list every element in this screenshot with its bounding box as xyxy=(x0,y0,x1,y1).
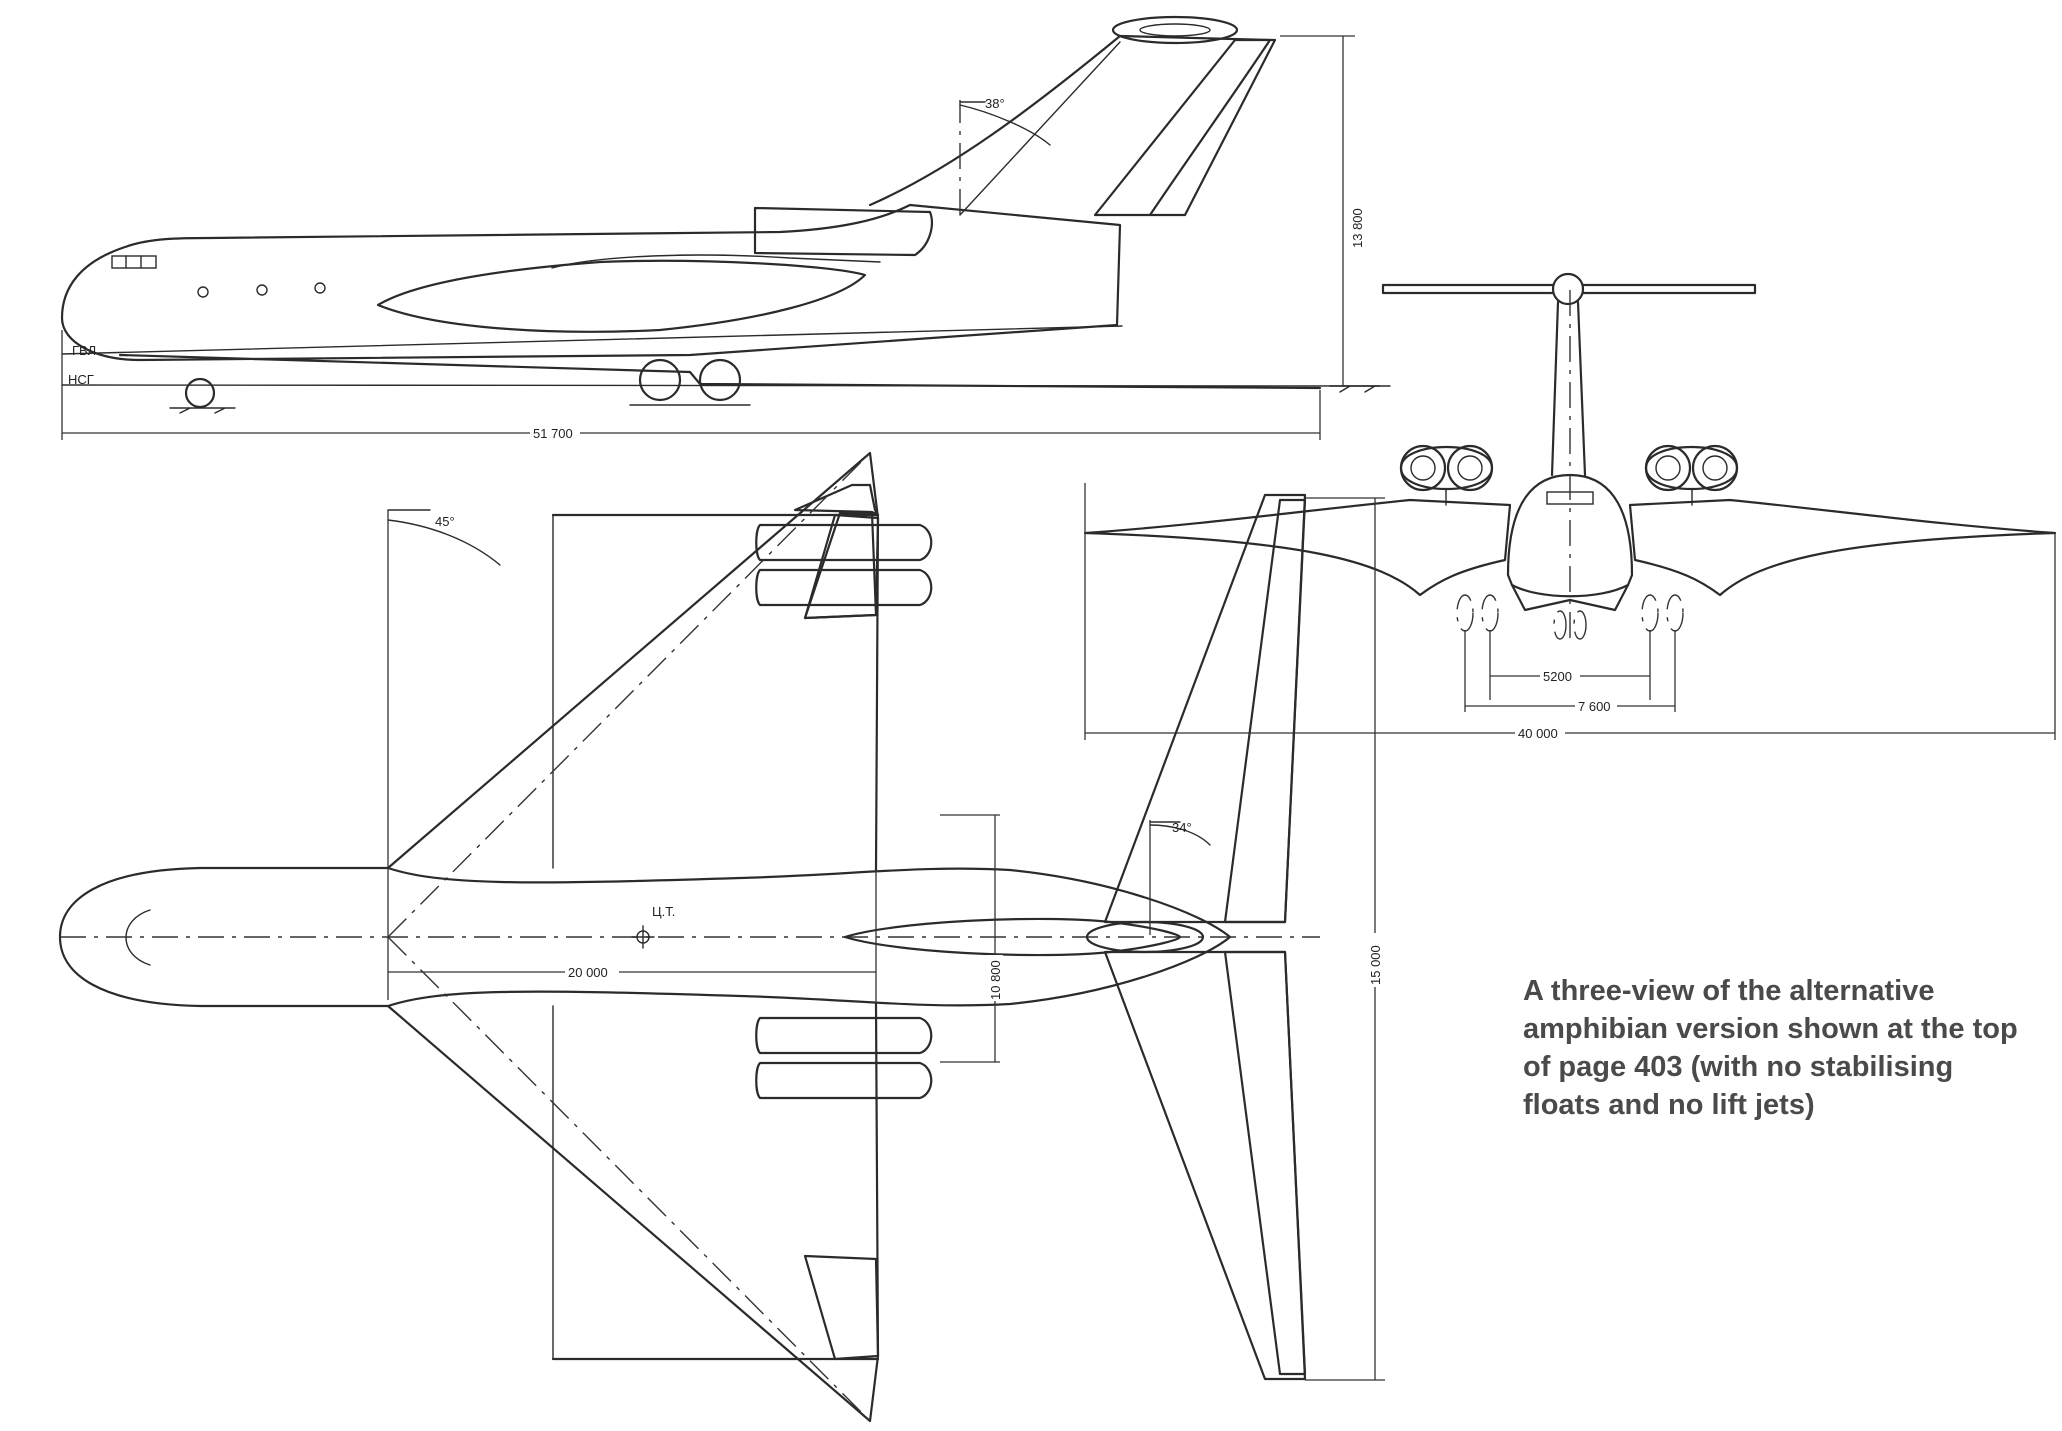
front-tail-hub xyxy=(1551,272,1585,306)
plan-wing-sweep-label: 45° xyxy=(435,514,455,529)
front-engine-left-nacelle xyxy=(1399,446,1494,490)
plan-tailplane-lower xyxy=(1103,950,1307,1381)
front-gear-left-outer xyxy=(1456,594,1474,632)
plan-engine-upper-1 xyxy=(755,523,933,562)
front-span-label: 40 000 xyxy=(1518,726,1558,741)
front-gear-right-inner xyxy=(1641,594,1659,632)
caption-line: amphibian version shown at the top xyxy=(1523,1013,2018,1045)
plan-engine-label: 10 800 xyxy=(988,960,1003,1000)
side-nose-gear-ground xyxy=(169,407,236,414)
front-outer-track-label: 7 600 xyxy=(1578,699,1611,714)
side-cockpit-windows xyxy=(111,255,157,269)
front-gear-right-outer xyxy=(1666,594,1684,632)
side-tailplane-inner xyxy=(1139,23,1211,37)
plan-engine-upper-2 xyxy=(755,568,933,607)
plan-tail-sweep-arc xyxy=(1149,824,1211,846)
side-wing-fairing xyxy=(376,259,867,333)
front-engine-right-inner xyxy=(1644,444,1692,492)
plan-wing-upper-aileron xyxy=(793,483,880,517)
side-engine-pod xyxy=(753,206,933,257)
side-porthole xyxy=(256,284,268,296)
plan-view: Ц.Т. 45° 34° 20 000 10 800 15 000 xyxy=(58,451,1385,1423)
caption-line: of page 403 (with no stabilising xyxy=(1523,1051,1954,1083)
side-wing-root xyxy=(551,254,881,269)
front-engine-right-inner-core xyxy=(1655,455,1681,481)
front-inner-track-label: 5200 xyxy=(1543,669,1572,684)
front-gear-nose-right xyxy=(1573,610,1587,640)
front-span-label-bg xyxy=(1515,724,1565,740)
plan-engine-label-bg xyxy=(987,955,1003,1001)
front-gear-nose-left xyxy=(1553,610,1567,640)
side-fuselage xyxy=(60,203,1122,362)
front-engine-right-outer-core xyxy=(1702,455,1728,481)
plan-tail-span-label-bg xyxy=(1367,933,1383,987)
plan-wing-upper-spar xyxy=(387,452,871,938)
plan-wing-lower xyxy=(386,1002,880,1423)
plan-length-label: 20 000 xyxy=(568,965,608,980)
side-fin-sweep-label: 38° xyxy=(985,96,1005,111)
side-vertical-tail xyxy=(868,34,1272,217)
front-engine-left-inner-core xyxy=(1457,455,1483,481)
front-wing-left xyxy=(1083,498,1512,597)
plan-tailplane-upper xyxy=(1103,493,1307,924)
plan-wing-lower-spar xyxy=(387,936,871,1422)
side-ground-line xyxy=(61,384,1381,387)
plan-wing-upper xyxy=(386,451,880,872)
plan-engine-lower-1 xyxy=(755,1016,933,1055)
side-nose-gear xyxy=(184,377,216,409)
side-height-label: 13 800 xyxy=(1350,208,1365,248)
side-porthole xyxy=(197,286,209,298)
front-engine-left-outer xyxy=(1399,444,1447,492)
front-engine-right-nacelle xyxy=(1644,446,1739,490)
plan-tail-span-label: 15 000 xyxy=(1368,945,1383,985)
front-engine-left-inner xyxy=(1446,444,1494,492)
plan-cg-label: Ц.Т. xyxy=(652,904,675,919)
side-porthole xyxy=(314,282,326,294)
plan-engine-lower-2 xyxy=(755,1061,933,1100)
front-wing-right xyxy=(1628,498,2057,597)
side-view: 38° 13 800 51 700 ГВЛ НСГ xyxy=(60,15,1391,441)
plan-hull-fairing xyxy=(843,917,1182,957)
caption-line: A three-view of the alternative xyxy=(1523,975,1935,1007)
plan-tail-sweep-label: 34° xyxy=(1172,820,1192,835)
side-tail-leading-line xyxy=(959,41,1121,216)
side-length-label-bg xyxy=(530,424,580,440)
side-tailplane xyxy=(1111,15,1239,45)
plan-elevator-upper xyxy=(1223,498,1307,924)
caption-line: floats and no lift jets) xyxy=(1523,1089,1815,1121)
front-fin xyxy=(1550,300,1587,477)
front-gear-left-inner xyxy=(1481,594,1499,632)
side-main-gear-2 xyxy=(698,358,742,402)
side-tail-ground xyxy=(1329,385,1391,393)
plan-wing-lower-flap xyxy=(803,1254,880,1361)
plan-wing-upper-flap-inner xyxy=(803,511,878,620)
plan-wing-upper-flap xyxy=(803,513,880,620)
side-main-gear-1 xyxy=(638,358,682,402)
front-view: 5200 7 600 40 000 xyxy=(1083,272,2057,741)
front-engine-right-outer xyxy=(1691,444,1739,492)
front-engine-left-outer-core xyxy=(1410,455,1436,481)
figure-caption: A three-view of the alternative amphibia… xyxy=(1523,972,2043,1124)
plan-wing-sweep-arc xyxy=(387,519,501,566)
plan-length-label-bg xyxy=(565,963,619,979)
side-length-label: 51 700 xyxy=(533,426,573,441)
side-rudder xyxy=(1093,38,1277,217)
front-inner-track-label-bg xyxy=(1540,667,1580,683)
front-tailplane xyxy=(1381,283,1757,295)
plan-elevator-lower xyxy=(1223,950,1307,1376)
side-fin-sweep-arc xyxy=(959,104,1051,146)
side-waterline-label: ГВЛ xyxy=(72,343,96,358)
side-ground-label: НСГ xyxy=(68,372,94,387)
side-waterline xyxy=(61,325,1123,355)
front-outer-track-label-bg xyxy=(1575,697,1617,713)
